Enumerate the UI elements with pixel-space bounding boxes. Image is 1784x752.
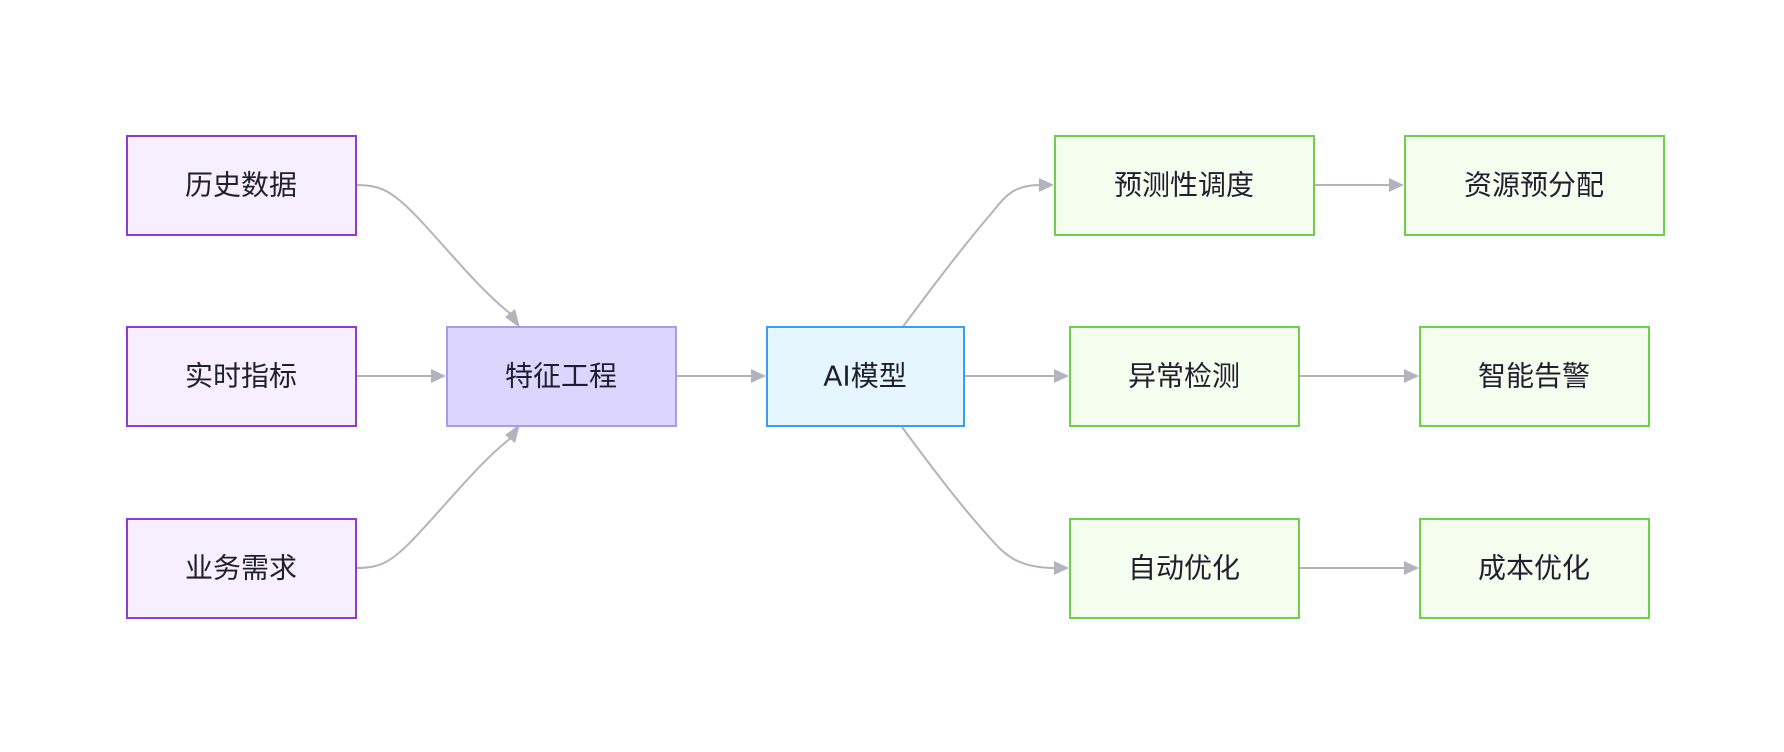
- node-anomaly[interactable]: 异常检测: [1069, 326, 1300, 427]
- node-predict-label: 预测性调度: [1114, 169, 1254, 202]
- node-feature-label: 特征工程: [505, 360, 617, 393]
- arrowhead-model-anomaly: [1054, 369, 1069, 383]
- node-realtime-label: 实时指标: [185, 360, 297, 393]
- node-cost-label: 成本优化: [1478, 552, 1590, 585]
- edge-model-predict: [901, 184, 1041, 329]
- node-cost[interactable]: 成本优化: [1419, 518, 1650, 619]
- node-optimize[interactable]: 自动优化: [1069, 518, 1300, 619]
- arrowhead-optimize-cost: [1404, 561, 1419, 575]
- arrowhead-history-feature: [505, 309, 520, 328]
- node-optimize-label: 自动优化: [1128, 552, 1240, 585]
- edges: [355, 178, 1419, 575]
- edge-business-feature: [355, 436, 513, 569]
- arrowhead-predict-allocate: [1389, 178, 1404, 192]
- node-business[interactable]: 业务需求: [126, 518, 357, 619]
- node-feature[interactable]: 特征工程: [446, 326, 677, 427]
- edge-model-optimize: [901, 426, 1056, 569]
- node-business-label: 业务需求: [185, 552, 297, 585]
- node-realtime[interactable]: 实时指标: [126, 326, 357, 427]
- node-allocate[interactable]: 资源预分配: [1404, 135, 1665, 236]
- node-history-label: 历史数据: [185, 169, 297, 202]
- arrowhead-feature-model: [751, 369, 766, 383]
- arrowhead-model-optimize: [1054, 561, 1069, 575]
- edge-history-feature: [355, 184, 513, 316]
- node-alert[interactable]: 智能告警: [1419, 326, 1650, 427]
- arrowhead-model-predict: [1039, 178, 1054, 192]
- arrowhead-anomaly-alert: [1404, 369, 1419, 383]
- arrowhead-realtime-feature: [431, 369, 446, 383]
- arrowhead-business-feature: [505, 424, 520, 443]
- node-allocate-label: 资源预分配: [1464, 169, 1604, 202]
- node-anomaly-label: 异常检测: [1128, 360, 1240, 393]
- node-model[interactable]: AI模型: [766, 326, 965, 427]
- node-predict[interactable]: 预测性调度: [1054, 135, 1315, 236]
- node-model-label: AI模型: [823, 360, 906, 393]
- node-alert-label: 智能告警: [1478, 360, 1590, 393]
- node-history[interactable]: 历史数据: [126, 135, 357, 236]
